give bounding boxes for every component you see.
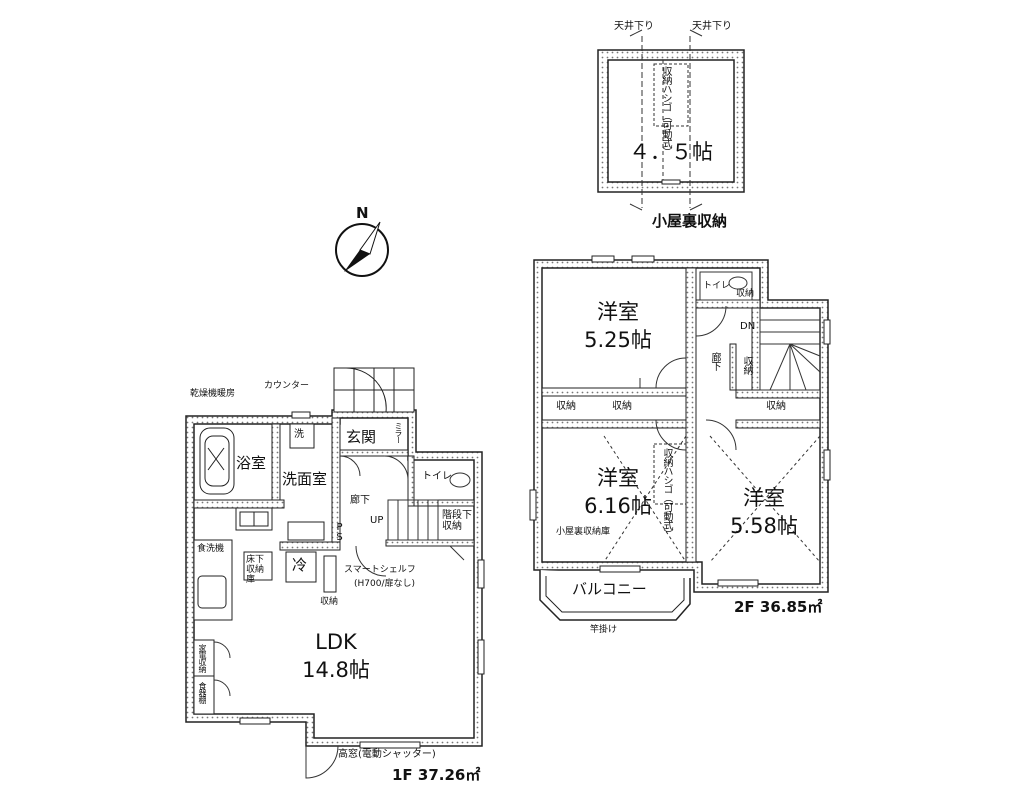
f1-stair-storage-label: 階段下収納 [442,510,472,532]
f2-room3-size: 5.58帖 [730,514,798,538]
f1-dryer-label: 乾燥機暖房 [190,389,236,399]
f1-ps-label: PS [334,522,345,542]
f2-room1-size: 5.25帖 [584,328,652,352]
attic-plan [597,29,745,211]
attic-ladder-label: 収納ハシゴ（可動式） [660,66,671,156]
compass-icon [335,221,389,277]
f2-room3-label: 洋室 [743,486,785,510]
f2-room1-label: 洋室 [597,300,639,324]
f2-toilet-storage-label: 収納 [736,289,755,299]
floor2-plan [529,255,831,621]
f1-toilet-label: トイレ [422,471,452,482]
f2-stairs-dn-label: DN [740,321,756,332]
attic-title: 小屋裏収納 [652,212,728,230]
f1-fridge-label: 冷 [292,556,308,574]
f2-toilet-label: トイレ [703,281,731,291]
attic-size-label: ４．５帖 [629,140,713,164]
f1-bath-label: 浴室 [236,454,267,472]
attic-ceiling-left-label: 天井下り [614,21,654,32]
floor1-plan [185,367,485,779]
f1-counter-label: カウンター [264,381,310,391]
f1-ldk-size: 14.8帖 [302,658,370,682]
f1-window-label: 高窓(電動シャッター) [338,749,436,760]
f2-balcony-label: バルコニー [572,580,647,598]
compass-north-label: N [356,204,369,222]
f2-area-label: 2F 36.85㎡ [734,598,823,616]
f2-pole-label: 竿掛け [590,625,618,635]
f2-storage-b-label: 収納 [612,401,632,412]
f2-hall-storage-label: 収納 [741,356,752,374]
f1-ldk-label: LDK [315,630,357,654]
f1-shelf-label: スマートシェルフ [344,565,416,575]
f1-up-label: UP [370,515,384,526]
f2-ladder-label: 収納ハシゴ（可動式） [661,448,672,538]
f1-storage-label: 収納 [320,597,339,607]
attic-ceiling-right-label: 天井下り [692,21,732,32]
f2-room2-label: 洋室 [597,466,639,490]
f1-area-label: 1F 37.26㎡ [392,766,481,784]
f1-pantry-label: 家電収納 [198,644,207,672]
f2-storage-c-label: 収納 [766,401,786,412]
f2-room2-size: 6.16帖 [584,494,652,518]
f1-cupboard-label: 食器棚 [198,682,207,703]
f2-storage-a-label: 収納 [556,401,576,412]
f1-dishwasher-label: 食洗機 [197,544,225,554]
f1-washer-label: 洗 [294,429,304,440]
f1-floor-storage-label: 床下収納庫 [246,555,265,585]
f1-genkan-label: 玄関 [346,428,377,446]
f1-shelf-note: (H700/扉なし) [354,579,416,589]
f2-hall-label: 廊下 [709,352,720,370]
f1-washroom-label: 洗面室 [282,470,328,488]
f2-attic-access-label: 小屋裏収納庫 [556,527,611,537]
f1-mirror-label: ミラー [394,422,403,443]
f1-hall-label: 廊下 [350,495,370,506]
